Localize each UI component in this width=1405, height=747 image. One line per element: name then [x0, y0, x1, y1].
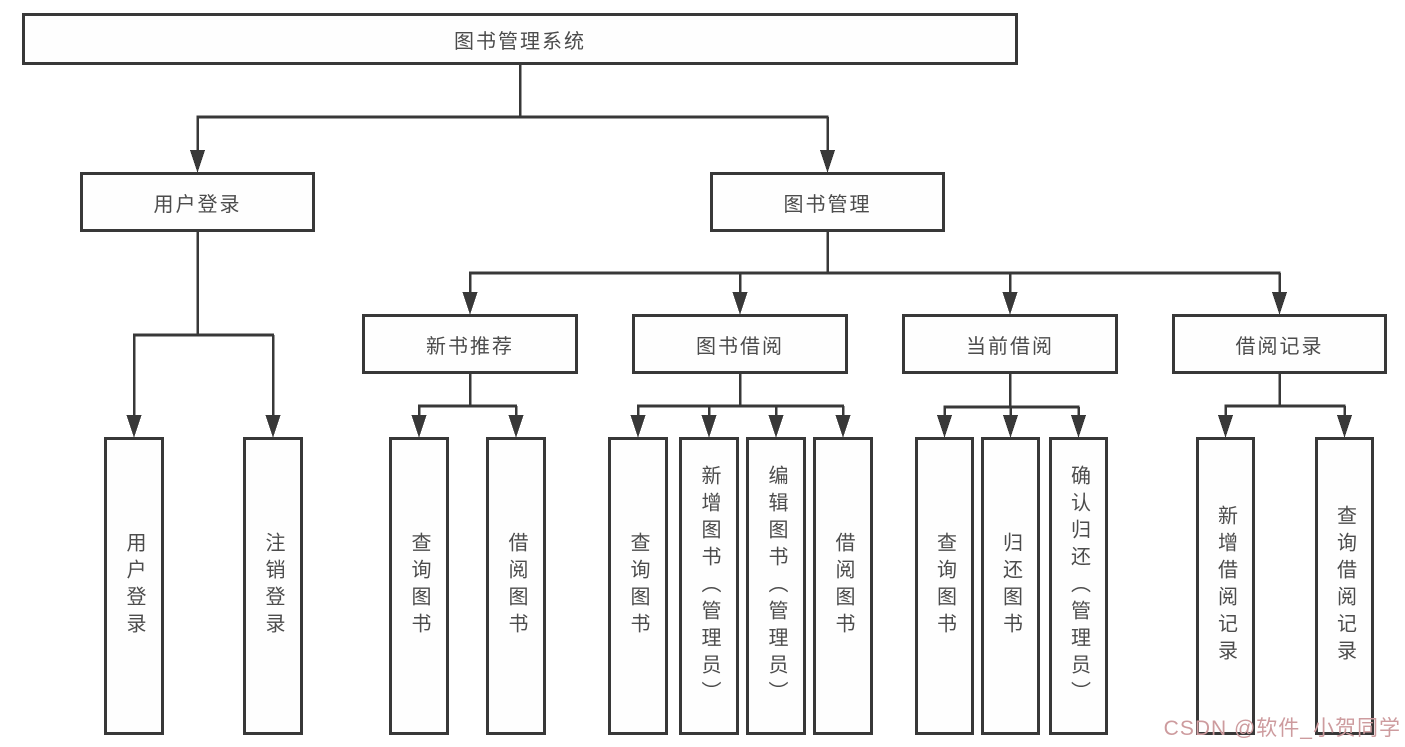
diagram-node-label: 图书管理 [783, 193, 872, 216]
diagram-node-bw-query: 查询图书 [608, 437, 668, 735]
diagram-node-login: 用户登录 [80, 172, 315, 232]
diagram-node-label: 图书借阅 [696, 335, 784, 358]
diagram-node-cu-confirm: 确认归还（管理员） [1049, 437, 1108, 735]
diagram-node-label: 用户登录 [123, 532, 145, 640]
diagram-node-borrow: 图书借阅 [632, 314, 848, 374]
diagram-node-records: 借阅记录 [1172, 314, 1387, 374]
diagram-node-label: 注销登录 [262, 532, 284, 640]
diagram-node-user-login: 用户登录 [104, 437, 164, 735]
diagram-node-nb-borrow: 借阅图书 [486, 437, 546, 735]
diagram-node-label: 借阅记录 [1235, 335, 1324, 358]
diagram-node-bw-add: 新增图书（管理员） [679, 437, 739, 735]
diagram-node-label: 新增图书（管理员） [698, 464, 720, 708]
diagram-node-label: 查询借阅记录 [1333, 505, 1356, 667]
csdn-watermark: CSDN @软件_小贺同学 [1163, 717, 1401, 740]
diagram-node-label: 当前借阅 [966, 335, 1054, 358]
diagram-node-cu-query: 查询图书 [915, 437, 974, 735]
diagram-node-label: 查询图书 [627, 532, 649, 640]
diagram-node-label: 图书管理系统 [454, 30, 586, 53]
diagram-node-cu-return: 归还图书 [981, 437, 1040, 735]
diagram-node-mgmt: 图书管理 [710, 172, 945, 232]
diagram-node-label: 借阅图书 [505, 532, 527, 640]
diagram-node-label: 查询图书 [933, 532, 956, 640]
diagram-node-logout: 注销登录 [243, 437, 303, 735]
diagram-node-label: 确认归还（管理员） [1067, 464, 1090, 708]
diagram-node-current: 当前借阅 [902, 314, 1118, 374]
diagram-node-rc-add: 新增借阅记录 [1196, 437, 1255, 735]
diagram-node-label: 借阅图书 [832, 532, 854, 640]
diagram-node-label: 查询图书 [408, 532, 430, 640]
diagram-node-newbook: 新书推荐 [362, 314, 578, 374]
diagram-node-label: 用户登录 [153, 193, 242, 216]
diagram-node-bw-edit: 编辑图书（管理员） [746, 437, 806, 735]
diagram-node-bw-borrow: 借阅图书 [813, 437, 873, 735]
diagram-node-nb-query: 查询图书 [389, 437, 449, 735]
diagram-node-root: 图书管理系统 [22, 13, 1018, 65]
diagram-node-label: 新书推荐 [426, 335, 514, 358]
diagram-node-label: 编辑图书（管理员） [765, 464, 787, 708]
diagram-node-label: 归还图书 [999, 532, 1022, 640]
diagram-node-rc-query: 查询借阅记录 [1315, 437, 1374, 735]
diagram-node-label: 新增借阅记录 [1214, 505, 1237, 667]
